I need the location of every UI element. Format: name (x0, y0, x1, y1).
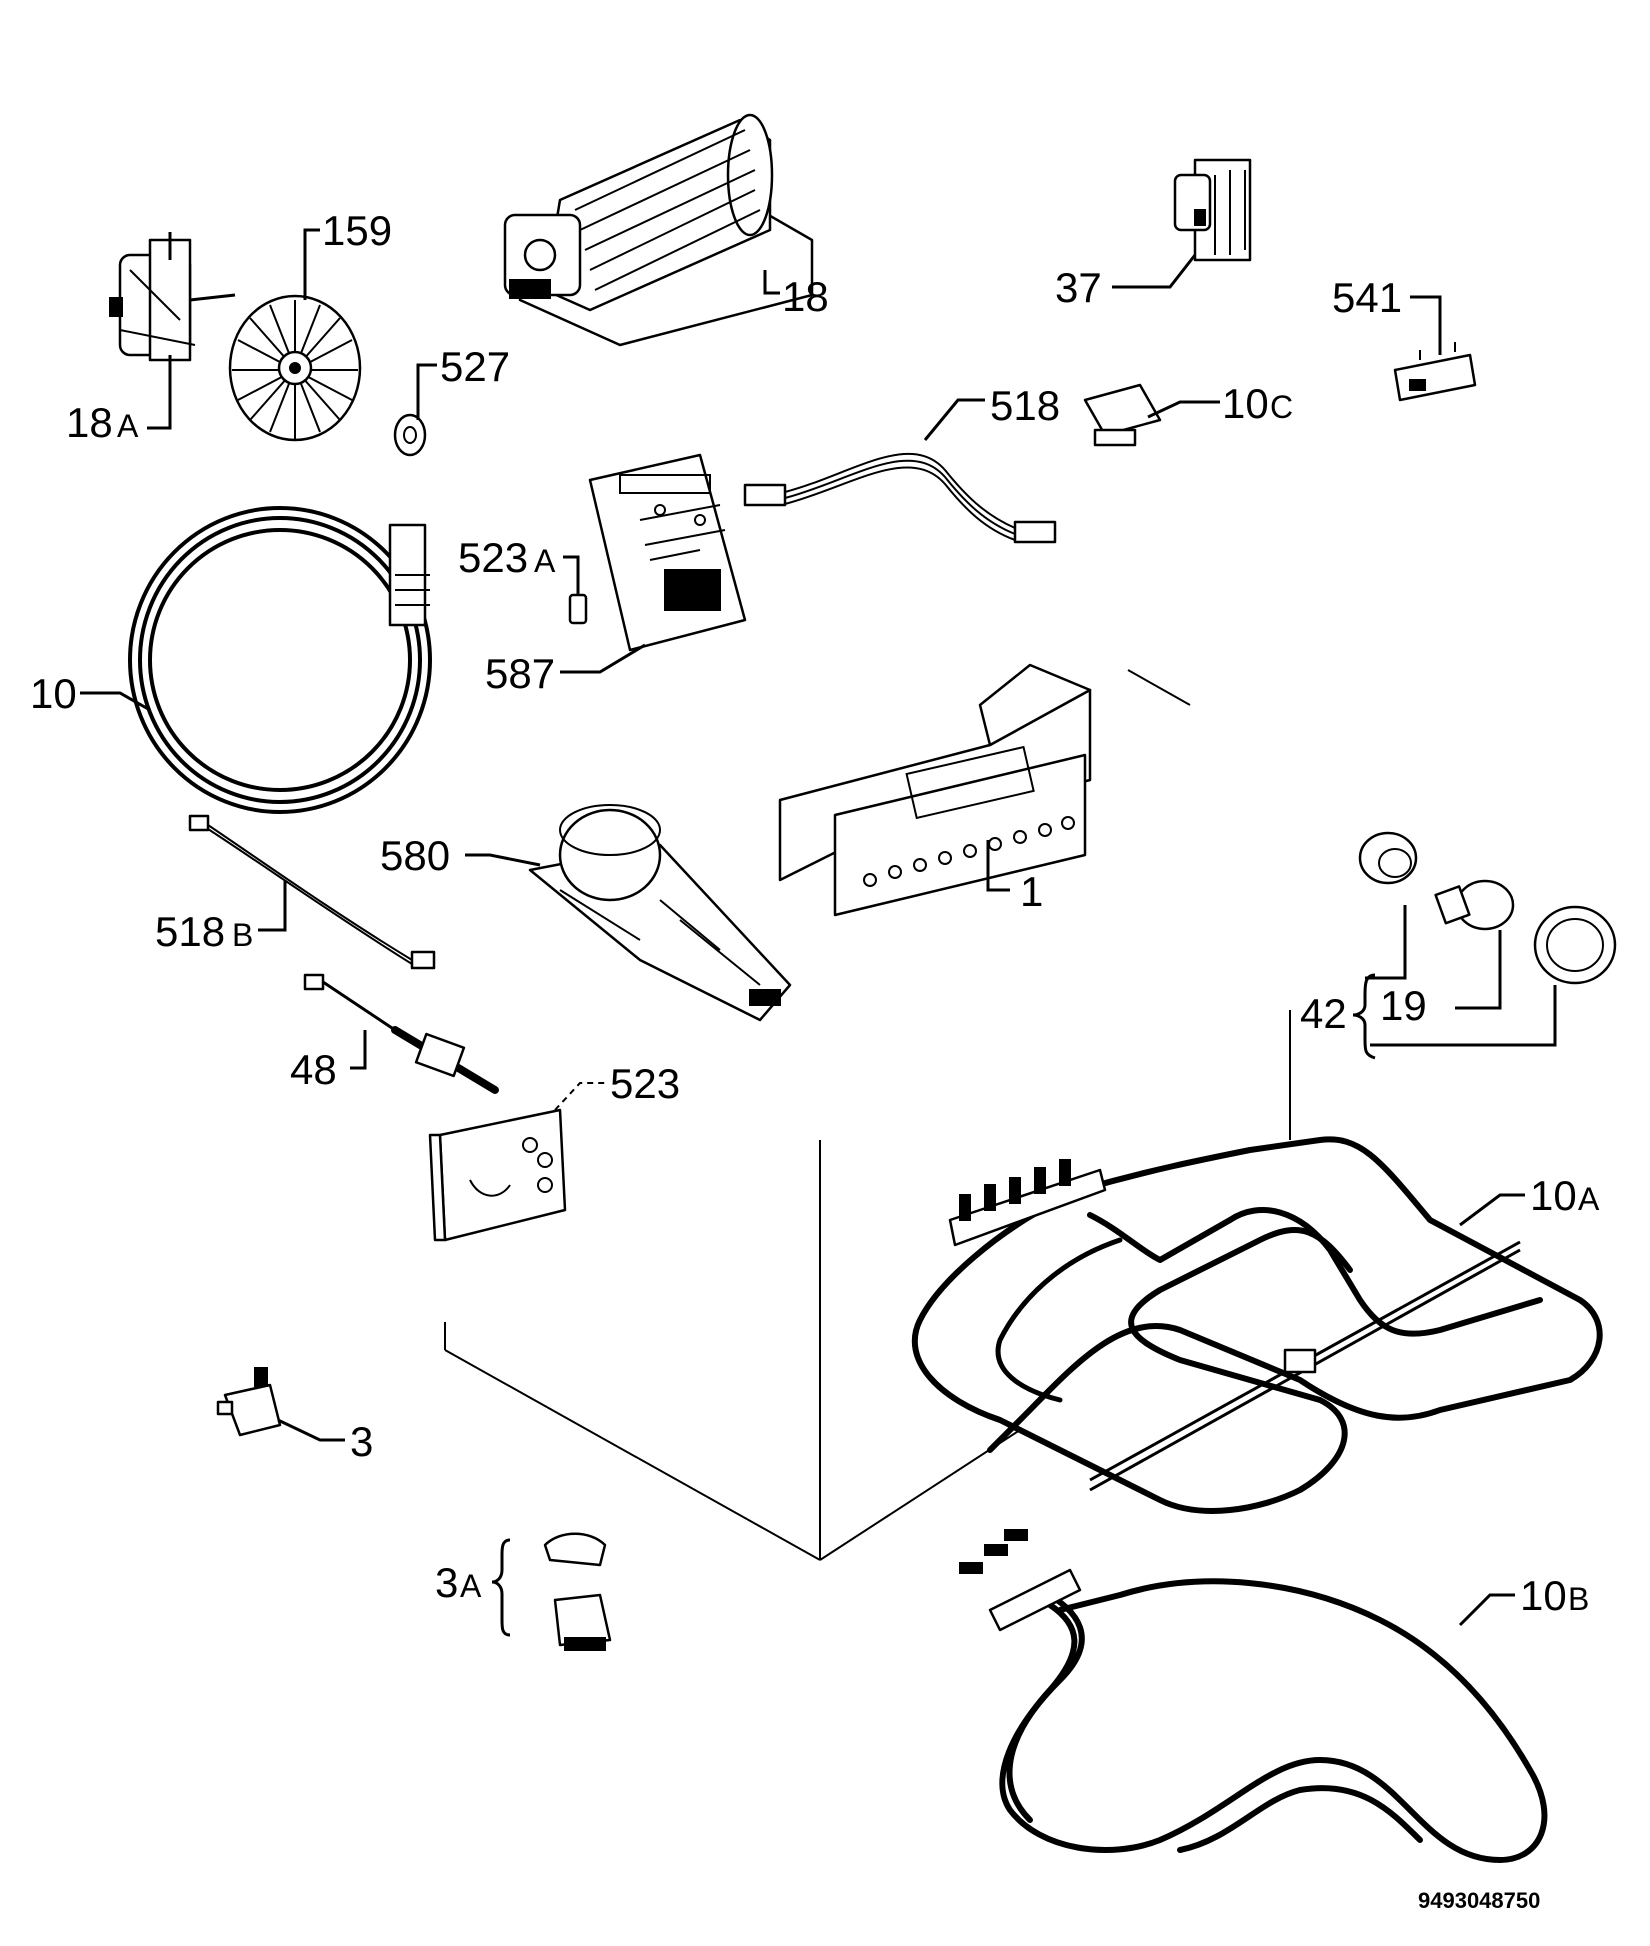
svg-text:19: 19 (1380, 982, 1427, 1029)
svg-text:A: A (117, 408, 139, 444)
label-541: 541 (1332, 274, 1442, 355)
svg-text:B: B (1568, 1581, 1589, 1617)
label-580: 580 (380, 832, 541, 879)
fan-motor-18a (109, 232, 236, 362)
svg-text:10: 10 (1222, 380, 1269, 427)
label-10c: 10 C (1147, 380, 1293, 427)
document-number: 9493048750 (1418, 1888, 1540, 1913)
svg-text:C: C (1270, 389, 1293, 425)
label-10b: 10 B (1458, 1572, 1589, 1627)
label-3a: 3 A (435, 1538, 511, 1637)
programmer-module-1 (778, 663, 1092, 917)
label-518: 518 (923, 382, 1060, 441)
bracket-523 (428, 1108, 567, 1242)
svg-text:48: 48 (290, 1046, 337, 1093)
thermal-cutout-10c (1083, 383, 1162, 447)
svg-text:1: 1 (1020, 868, 1043, 915)
button-row (863, 816, 1075, 887)
svg-text:523: 523 (458, 534, 528, 581)
svg-text:A: A (534, 543, 556, 579)
svg-text:580: 580 (380, 832, 450, 879)
svg-text:10: 10 (1530, 1172, 1577, 1219)
door-switch-37 (1173, 158, 1252, 262)
label-48: 48 (290, 1030, 367, 1093)
svg-text:37: 37 (1055, 264, 1102, 311)
label-18: 18 (763, 270, 829, 320)
clip-3 (216, 1367, 282, 1437)
svg-text:523: 523 (610, 1060, 680, 1107)
svg-text:18: 18 (782, 273, 829, 320)
terminals-10a (959, 1159, 1071, 1221)
tangential-fan-18 (503, 113, 814, 347)
clip-pair-3a (543, 1532, 612, 1651)
svg-text:3: 3 (350, 1418, 373, 1465)
circular-element-10 (128, 506, 432, 814)
svg-text:587: 587 (485, 650, 555, 697)
label-587: 587 (485, 643, 646, 697)
label-10a: 10 A (1459, 1172, 1600, 1227)
svg-text:541: 541 (1332, 274, 1402, 321)
oven-body-outline (444, 669, 1291, 1561)
lamp-holder-42 (1358, 831, 1418, 885)
label-42-19: 42 19 (1300, 905, 1557, 1060)
svg-text:A: A (460, 1568, 482, 1604)
svg-text:518: 518 (990, 382, 1060, 429)
fan-blade-159 (228, 294, 362, 442)
bottom-element-10b (959, 1529, 1548, 1863)
fuse-523a (568, 593, 588, 625)
nut-527 (393, 413, 427, 457)
terminals-10b (959, 1529, 1028, 1574)
switch-541 (1393, 342, 1477, 402)
label-1: 1 (986, 840, 1043, 915)
svg-text:527: 527 (440, 343, 510, 390)
lamp-cover-42 (1533, 905, 1617, 985)
label-159: 159 (303, 207, 392, 300)
svg-text:10: 10 (30, 670, 77, 717)
label-18a: 18 A (66, 355, 172, 446)
svg-text:518: 518 (155, 908, 225, 955)
label-10: 10 (30, 670, 151, 717)
svg-text:A: A (1578, 1181, 1600, 1217)
svg-text:18: 18 (66, 399, 113, 446)
lamp-bulb-19 (1434, 879, 1515, 931)
wire-harness-518 (743, 452, 1057, 544)
grill-element-10a (911, 1136, 1603, 1514)
svg-text:10: 10 (1520, 1572, 1567, 1619)
label-523: 523 (554, 1060, 680, 1111)
svg-text:3: 3 (435, 1559, 458, 1606)
temperature-sensor-48 (303, 973, 499, 1094)
label-523a: 523 A (458, 534, 580, 595)
actuator-580 (528, 804, 792, 1022)
label-527: 527 (416, 343, 510, 420)
label-518b: 518 B (155, 880, 287, 955)
label-37: 37 (1055, 254, 1197, 311)
svg-text:B: B (232, 917, 253, 953)
svg-text:159: 159 (322, 207, 392, 254)
svg-text:42: 42 (1300, 990, 1347, 1037)
pcb-587 (588, 453, 747, 652)
sensor-wire-518b (188, 814, 436, 970)
label-3: 3 (277, 1418, 373, 1465)
